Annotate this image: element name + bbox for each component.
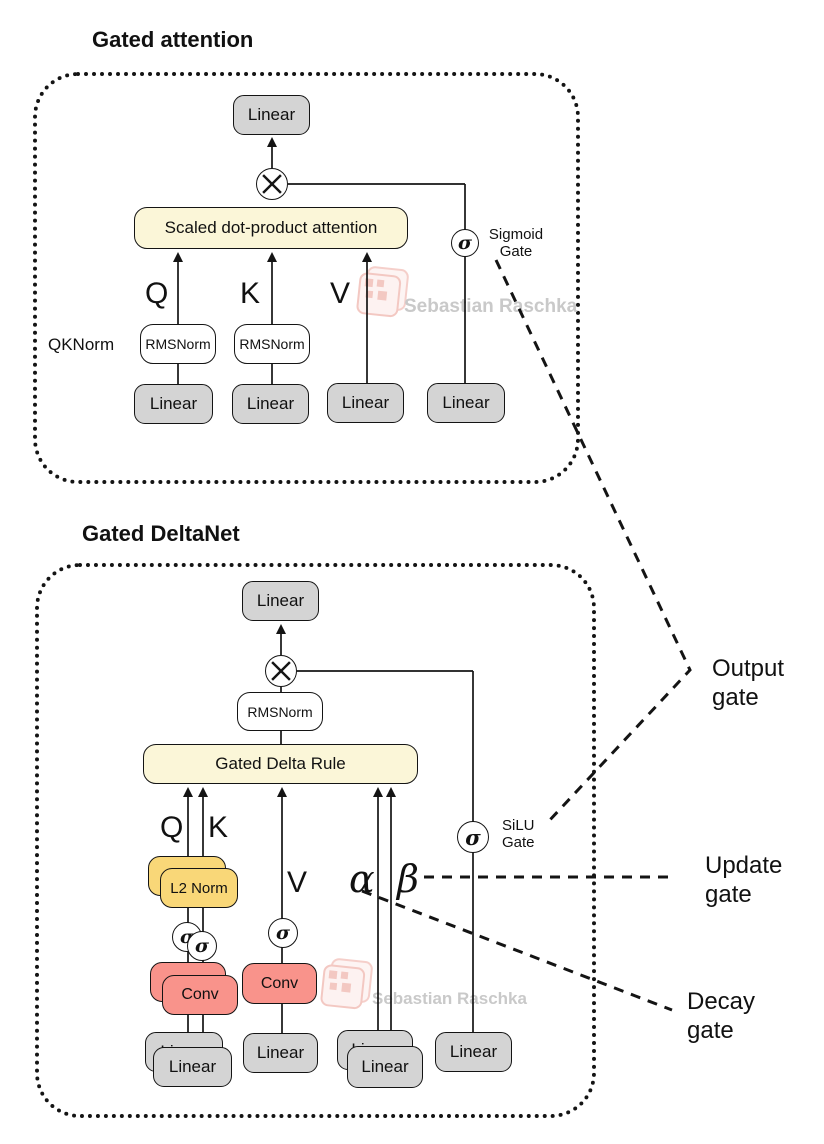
silu-gate-label-line2: Gate (502, 834, 535, 852)
gated-deltanet-title: Gated DeltaNet (82, 521, 240, 546)
sigmoid-gate-label: Sigmoid Gate (484, 226, 548, 261)
silu-gate-label: SiLU Gate (502, 817, 535, 852)
sigma-glyph: σ (194, 934, 209, 957)
dn-linear-v-box: Linear (243, 1033, 318, 1073)
dn-linear-qk-front-box: Linear (153, 1047, 232, 1087)
attn-linear-q-box: Linear (134, 384, 213, 424)
beta-label: β (397, 857, 419, 901)
dn-sigma-v-icon: σ (268, 918, 298, 948)
attn-output-linear-box: Linear (233, 95, 310, 135)
dn-q-label: Q (160, 811, 184, 844)
update-gate-label-line2: gate (705, 880, 752, 908)
sigmoid-gate-icon: σ (451, 229, 479, 257)
sigmoid-gate-label-line1: Sigmoid (488, 226, 544, 243)
conv-box-front: Conv (162, 975, 238, 1015)
alpha-label: α (349, 857, 375, 901)
dn-linear-gate-box: Linear (435, 1032, 512, 1072)
watermark-stamp-top (355, 265, 410, 319)
attn-q-label: Q (145, 277, 169, 310)
dn-rmsnorm-box: RMSNorm (237, 692, 323, 731)
output-gate-label: Output gate (712, 655, 784, 713)
dn-linear-ab-front-box: Linear (347, 1046, 423, 1088)
dn-output-linear-box: Linear (242, 581, 319, 621)
l2norm-box-front: L2 Norm (160, 868, 238, 908)
output-gate-label-line1: Output (712, 655, 785, 682)
dn-v-label: V (287, 866, 308, 899)
dn-multiply-icon (265, 655, 297, 687)
decay-gate-label: Decay gate (687, 988, 755, 1046)
multiply-x-icon (271, 661, 291, 681)
sigmoid-gate-label-line2: Gate (499, 243, 533, 261)
update-gate-label: Update gate (705, 852, 782, 910)
decay-gate-label-line1: Decay (687, 988, 756, 1015)
attn-linear-v-box: Linear (327, 383, 404, 423)
attn-multiply-icon (256, 168, 288, 200)
update-gate-label-line1: Update (705, 852, 783, 879)
attn-v-label: V (330, 277, 351, 310)
watermark-text-bottom: Sebastian Raschka (372, 989, 527, 1008)
multiply-x-icon (262, 174, 282, 194)
sigma-glyph: σ (465, 824, 481, 850)
rmsnorm-k-box: RMSNorm (234, 324, 310, 364)
decay-gate-label-line2: gate (687, 1016, 734, 1044)
watermark-text-top: Sebastian Raschka (404, 296, 578, 317)
sigma-glyph: σ (457, 231, 472, 254)
attn-linear-gate-box: Linear (427, 383, 505, 423)
gated-deltanet-frame (35, 563, 596, 1118)
scaled-attention-box: Scaled dot-product attention (134, 207, 408, 249)
silu-gate-icon: σ (457, 821, 489, 853)
dn-sigma-k-icon: σ (187, 931, 217, 961)
sigma-glyph: σ (275, 921, 290, 944)
output-gate-label-line2: gate (712, 683, 759, 711)
silu-gate-label-line1: SiLU (502, 817, 535, 834)
qknorm-label: QKNorm (48, 335, 115, 354)
rmsnorm-q-box: RMSNorm (140, 324, 216, 364)
attn-k-label: K (240, 277, 261, 310)
dn-k-label: K (208, 811, 229, 844)
attn-linear-k-box: Linear (232, 384, 309, 424)
conv-box-v: Conv (242, 963, 317, 1004)
watermark-stamp-bottom (319, 957, 374, 1011)
gated-attention-title: Gated attention (92, 27, 254, 52)
gated-delta-rule-box: Gated Delta Rule (143, 744, 418, 784)
